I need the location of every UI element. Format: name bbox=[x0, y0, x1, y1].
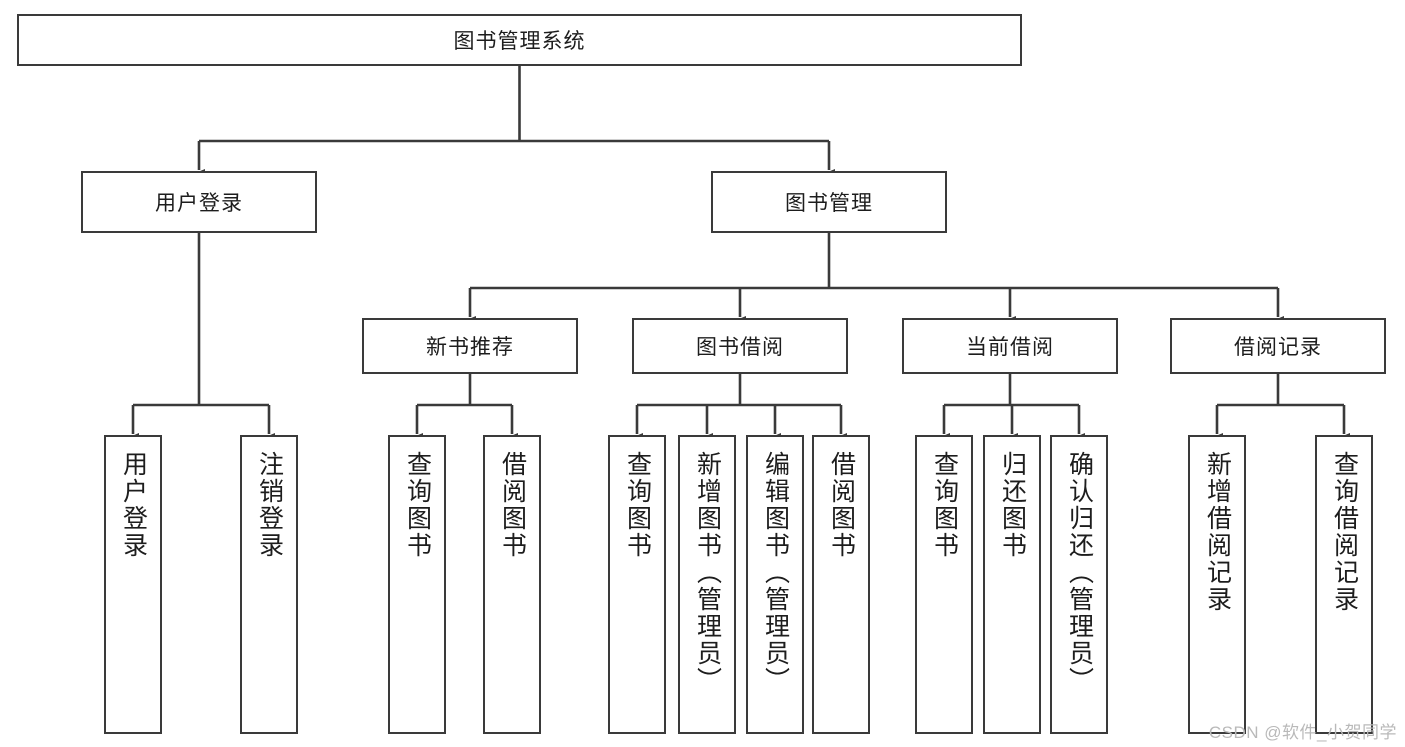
node-leaf-user-login[interactable]: 用户登录 bbox=[104, 435, 162, 734]
node-label: 查询图书 bbox=[403, 451, 432, 559]
node-leaf-query-book-3[interactable]: 查询图书 bbox=[915, 435, 973, 734]
node-label: 查询借阅记录 bbox=[1330, 451, 1359, 613]
node-label: 归还图书 bbox=[998, 451, 1027, 559]
node-label: 查询图书 bbox=[623, 451, 652, 559]
node-label: 借阅记录 bbox=[1234, 336, 1322, 359]
node-label: 借阅图书 bbox=[827, 451, 856, 559]
node-current-borrow[interactable]: 当前借阅 bbox=[902, 318, 1118, 374]
node-label: 编辑图书（管理员） bbox=[761, 451, 790, 694]
node-leaf-query-book-2[interactable]: 查询图书 bbox=[608, 435, 666, 734]
node-leaf-query-record[interactable]: 查询借阅记录 bbox=[1315, 435, 1373, 734]
node-label: 图书管理系统 bbox=[453, 30, 586, 53]
node-label: 图书借阅 bbox=[696, 336, 784, 359]
node-book-borrow[interactable]: 图书借阅 bbox=[632, 318, 848, 374]
node-label: 新增借阅记录 bbox=[1203, 451, 1232, 613]
node-label: 新增图书（管理员） bbox=[693, 451, 722, 694]
node-leaf-borrow-book-2[interactable]: 借阅图书 bbox=[812, 435, 870, 734]
node-new-book-recommend[interactable]: 新书推荐 bbox=[362, 318, 578, 374]
node-label: 注销登录 bbox=[255, 451, 284, 559]
node-root[interactable]: 图书管理系统 bbox=[17, 14, 1022, 66]
node-label: 新书推荐 bbox=[426, 336, 514, 359]
node-user-login[interactable]: 用户登录 bbox=[81, 171, 317, 233]
node-borrow-record[interactable]: 借阅记录 bbox=[1170, 318, 1386, 374]
node-book-manage[interactable]: 图书管理 bbox=[711, 171, 947, 233]
node-label: 当前借阅 bbox=[966, 336, 1054, 359]
watermark-text: CSDN @软件_小贺同学 bbox=[1208, 723, 1397, 742]
node-label: 借阅图书 bbox=[498, 451, 527, 559]
node-leaf-confirm-return[interactable]: 确认归还（管理员） bbox=[1050, 435, 1108, 734]
node-label: 图书管理 bbox=[785, 192, 873, 215]
node-label: 用户登录 bbox=[155, 192, 243, 215]
node-leaf-edit-book[interactable]: 编辑图书（管理员） bbox=[746, 435, 804, 734]
node-label: 用户登录 bbox=[119, 451, 148, 559]
node-label: 查询图书 bbox=[930, 451, 959, 559]
node-label: 确认归还（管理员） bbox=[1065, 451, 1094, 694]
node-leaf-return-book[interactable]: 归还图书 bbox=[983, 435, 1041, 734]
node-leaf-add-record[interactable]: 新增借阅记录 bbox=[1188, 435, 1246, 734]
node-leaf-query-book-1[interactable]: 查询图书 bbox=[388, 435, 446, 734]
node-leaf-add-book[interactable]: 新增图书（管理员） bbox=[678, 435, 736, 734]
node-leaf-borrow-book-1[interactable]: 借阅图书 bbox=[483, 435, 541, 734]
node-leaf-user-logout[interactable]: 注销登录 bbox=[240, 435, 298, 734]
